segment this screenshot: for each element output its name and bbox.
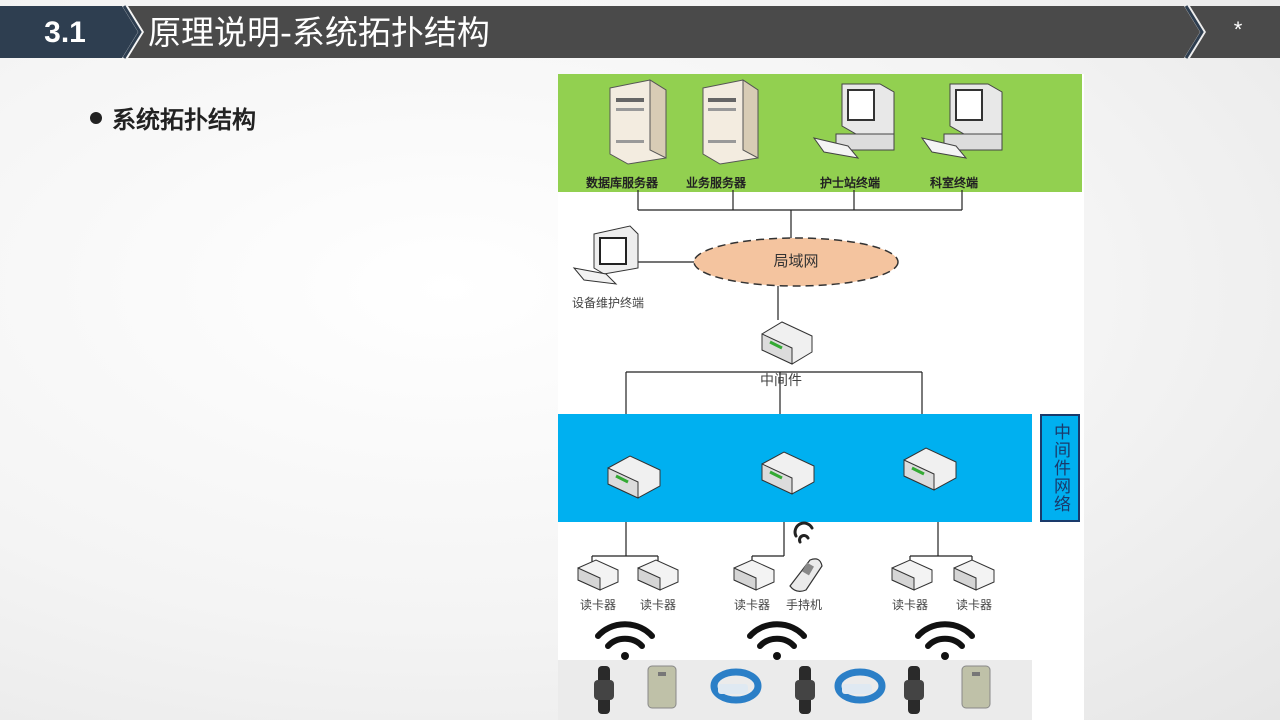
card-reader-icon xyxy=(577,559,619,591)
bullet-text: 系统拓扑结构 xyxy=(112,106,256,134)
wifi-icon xyxy=(747,621,807,660)
server-icon xyxy=(609,79,667,165)
slide-header: 3.1 原理说明-系统拓扑结构 * xyxy=(0,0,1280,66)
lan-label: 局域网 xyxy=(773,252,819,270)
workstation-icon xyxy=(812,83,895,159)
computer-icon xyxy=(572,225,639,285)
middleware-label: 中间件 xyxy=(760,373,802,389)
wristband-blue-icon xyxy=(710,668,762,704)
reader-label: 读卡器 xyxy=(956,598,993,612)
tag-icon xyxy=(961,665,991,709)
server-icon xyxy=(702,79,759,165)
maintenance-terminal-label: 设备维护终端 xyxy=(572,296,645,310)
reader-label: 读卡器 xyxy=(640,598,677,612)
router-icon xyxy=(607,455,661,499)
tag-icon xyxy=(647,665,677,709)
node-label-db-server: 数据库服务器 xyxy=(586,176,659,190)
node-label-business-server: 业务服务器 xyxy=(686,176,747,190)
router-icon xyxy=(761,321,813,365)
card-reader-icon xyxy=(953,559,995,591)
page-mark: * xyxy=(1233,17,1243,42)
reader-label: 读卡器 xyxy=(892,598,929,612)
wristband-icon xyxy=(795,666,815,714)
bullet-item: 系统拓扑结构 xyxy=(90,100,256,135)
middleware-network-label: 中间件网络 xyxy=(1040,414,1080,522)
handheld-label: 手持机 xyxy=(786,598,823,612)
card-reader-icon xyxy=(637,559,679,591)
topology-diagram: 数据库服务器 业务服务器 护士站终端 科室终端 设备维护终端 局域网 中间件 中… xyxy=(558,74,1084,720)
handheld-icon xyxy=(789,558,823,592)
section-number: 3.1 xyxy=(44,16,86,49)
wristband-blue-icon xyxy=(834,668,886,704)
slide-title: 原理说明-系统拓扑结构 xyxy=(148,13,490,52)
router-icon xyxy=(761,451,815,495)
connection-lines xyxy=(572,79,1003,714)
lan-cloud xyxy=(693,237,899,287)
wifi-icon xyxy=(595,621,655,660)
reader-label: 读卡器 xyxy=(734,598,771,612)
header-background xyxy=(0,5,1280,59)
wifi-icon xyxy=(915,621,975,660)
router-icon xyxy=(903,447,957,491)
bullet-dot-icon xyxy=(90,111,102,124)
card-reader-icon xyxy=(891,559,933,591)
wristband-icon xyxy=(904,666,924,714)
card-reader-icon xyxy=(733,559,775,591)
reader-label: 读卡器 xyxy=(580,598,617,612)
wristband-icon xyxy=(594,666,614,714)
workstation-icon xyxy=(920,83,1003,159)
node-label-nurse-station: 护士站终端 xyxy=(820,176,881,190)
node-label-department-terminal: 科室终端 xyxy=(930,176,979,190)
wifi-icon xyxy=(793,521,814,544)
